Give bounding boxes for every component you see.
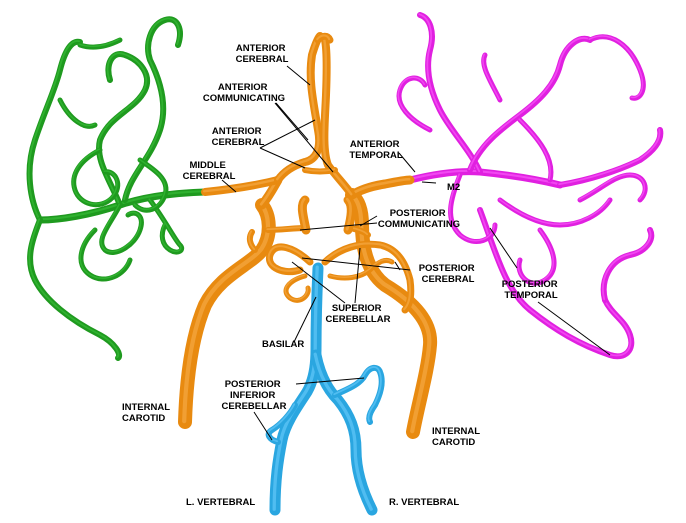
leader-line <box>253 411 273 441</box>
label-l-vertebral: L. VERTEBRAL <box>186 497 255 508</box>
vessel-highlight <box>133 158 166 211</box>
leader-line <box>221 179 237 193</box>
vessel-segment <box>417 12 483 175</box>
vessel-highlight <box>300 197 307 231</box>
vessel-highlight <box>558 128 661 186</box>
leader-line <box>301 257 411 271</box>
leader-line <box>293 296 317 343</box>
vessel-highlight <box>267 245 311 272</box>
leader-line <box>421 181 437 184</box>
vessel-highlight <box>248 230 256 251</box>
vessel-highlight <box>78 38 120 47</box>
vessel-segment <box>347 175 415 200</box>
vessel-highlight <box>518 118 551 180</box>
leader-line <box>275 102 309 141</box>
vessel-segment <box>557 127 664 188</box>
vessel-highlight <box>272 265 319 511</box>
leader-line <box>286 65 311 86</box>
vessel-highlight <box>602 228 652 301</box>
vessel-segment <box>497 197 613 228</box>
vessel-highlight <box>578 173 646 200</box>
label-internal-carotid-left: INTERNAL CAROTID <box>122 402 173 424</box>
label-middle-cerebral: MIDDLE CEREBRAL <box>183 160 236 182</box>
label-m2: M2 <box>447 182 460 193</box>
vessel-segment <box>587 34 646 101</box>
leader-lines <box>221 65 611 441</box>
vessel-segment <box>481 52 503 103</box>
leader-line <box>537 301 611 356</box>
label-anterior-cerebral-mid: ANTERIOR CEREBRAL <box>212 126 265 148</box>
leader-line <box>259 147 306 169</box>
vessel-highlight <box>79 228 130 279</box>
vessel-segment <box>467 35 593 173</box>
vessel-segment <box>78 227 133 282</box>
vessel-segment <box>122 16 183 203</box>
leader-line <box>259 119 316 149</box>
label-anterior-temporal: ANTERIOR TEMPORAL <box>349 139 403 161</box>
label-posterior-cerebral: POSTERIOR CEREBRAL <box>419 263 478 285</box>
vessel-highlight <box>328 258 392 278</box>
vessel-highlight <box>349 192 432 434</box>
label-posterior-temporal: POSTERIOR TEMPORAL <box>502 279 561 301</box>
label-internal-carotid-right: INTERNAL CAROTID <box>432 426 483 448</box>
vessel-segment <box>396 75 433 133</box>
vessel-highlight <box>588 35 644 99</box>
label-posterior-communicating: POSTERIOR COMMUNICATING <box>378 208 460 230</box>
vessel-segment <box>96 51 150 208</box>
left-middle-cerebral-tree <box>26 16 209 361</box>
leader-line <box>274 102 334 173</box>
right-middle-cerebral-tree <box>396 12 664 360</box>
vessel-highlight <box>448 173 495 242</box>
vessel-highlight <box>313 352 373 511</box>
vessel-highlight <box>517 228 554 284</box>
vessel-highlight <box>397 76 430 130</box>
label-r-vertebral: R. VERTEBRAL <box>389 497 459 508</box>
vessel-highlight <box>333 366 382 423</box>
vessel-highlight <box>284 274 309 301</box>
vessel-highlight <box>148 198 182 252</box>
vessel-highlight <box>28 218 120 359</box>
vessel-highlight <box>418 13 481 173</box>
label-anterior-communicating: ANTERIOR COMMUNICATING <box>203 82 285 104</box>
vessel-highlight <box>316 34 331 41</box>
vessel-highlight <box>100 203 142 253</box>
label-basilar: BASILAR <box>262 339 304 350</box>
vessel-highlight <box>97 52 148 206</box>
vessel-highlight <box>202 177 279 193</box>
leader-line <box>291 261 346 304</box>
leader-line <box>295 377 365 385</box>
vessel-highlight <box>349 177 411 196</box>
vessel-highlight <box>72 148 118 205</box>
vessel-highlight <box>322 37 353 196</box>
vessel-highlight <box>303 168 336 172</box>
vessel-highlight <box>468 37 591 171</box>
vessel-highlight <box>58 98 95 127</box>
label-posterior-inferior-cerebellar: POSTERIOR INFERIOR CEREBELLAR <box>222 379 287 412</box>
leader-line <box>489 227 518 269</box>
vessel-highlight <box>498 198 610 225</box>
leader-line <box>398 152 416 173</box>
labels: ANTERIOR CEREBRAL ANTERIOR COMMUNICATING… <box>122 43 561 508</box>
vessel-highlight <box>482 53 500 100</box>
vessel-segment <box>517 117 554 183</box>
vessel-highlight <box>27 40 81 221</box>
vessel-highlight <box>478 208 632 357</box>
label-superior-cerebellar: SUPERIOR CEREBELLAR <box>326 303 391 325</box>
circle-of-willis <box>178 32 438 439</box>
leader-line <box>354 247 361 304</box>
label-anterior-cerebral-top: ANTERIOR CEREBRAL <box>236 43 289 65</box>
vessel-highlight <box>123 17 181 201</box>
vessel-highlight <box>323 242 412 311</box>
leader-line <box>299 222 378 231</box>
